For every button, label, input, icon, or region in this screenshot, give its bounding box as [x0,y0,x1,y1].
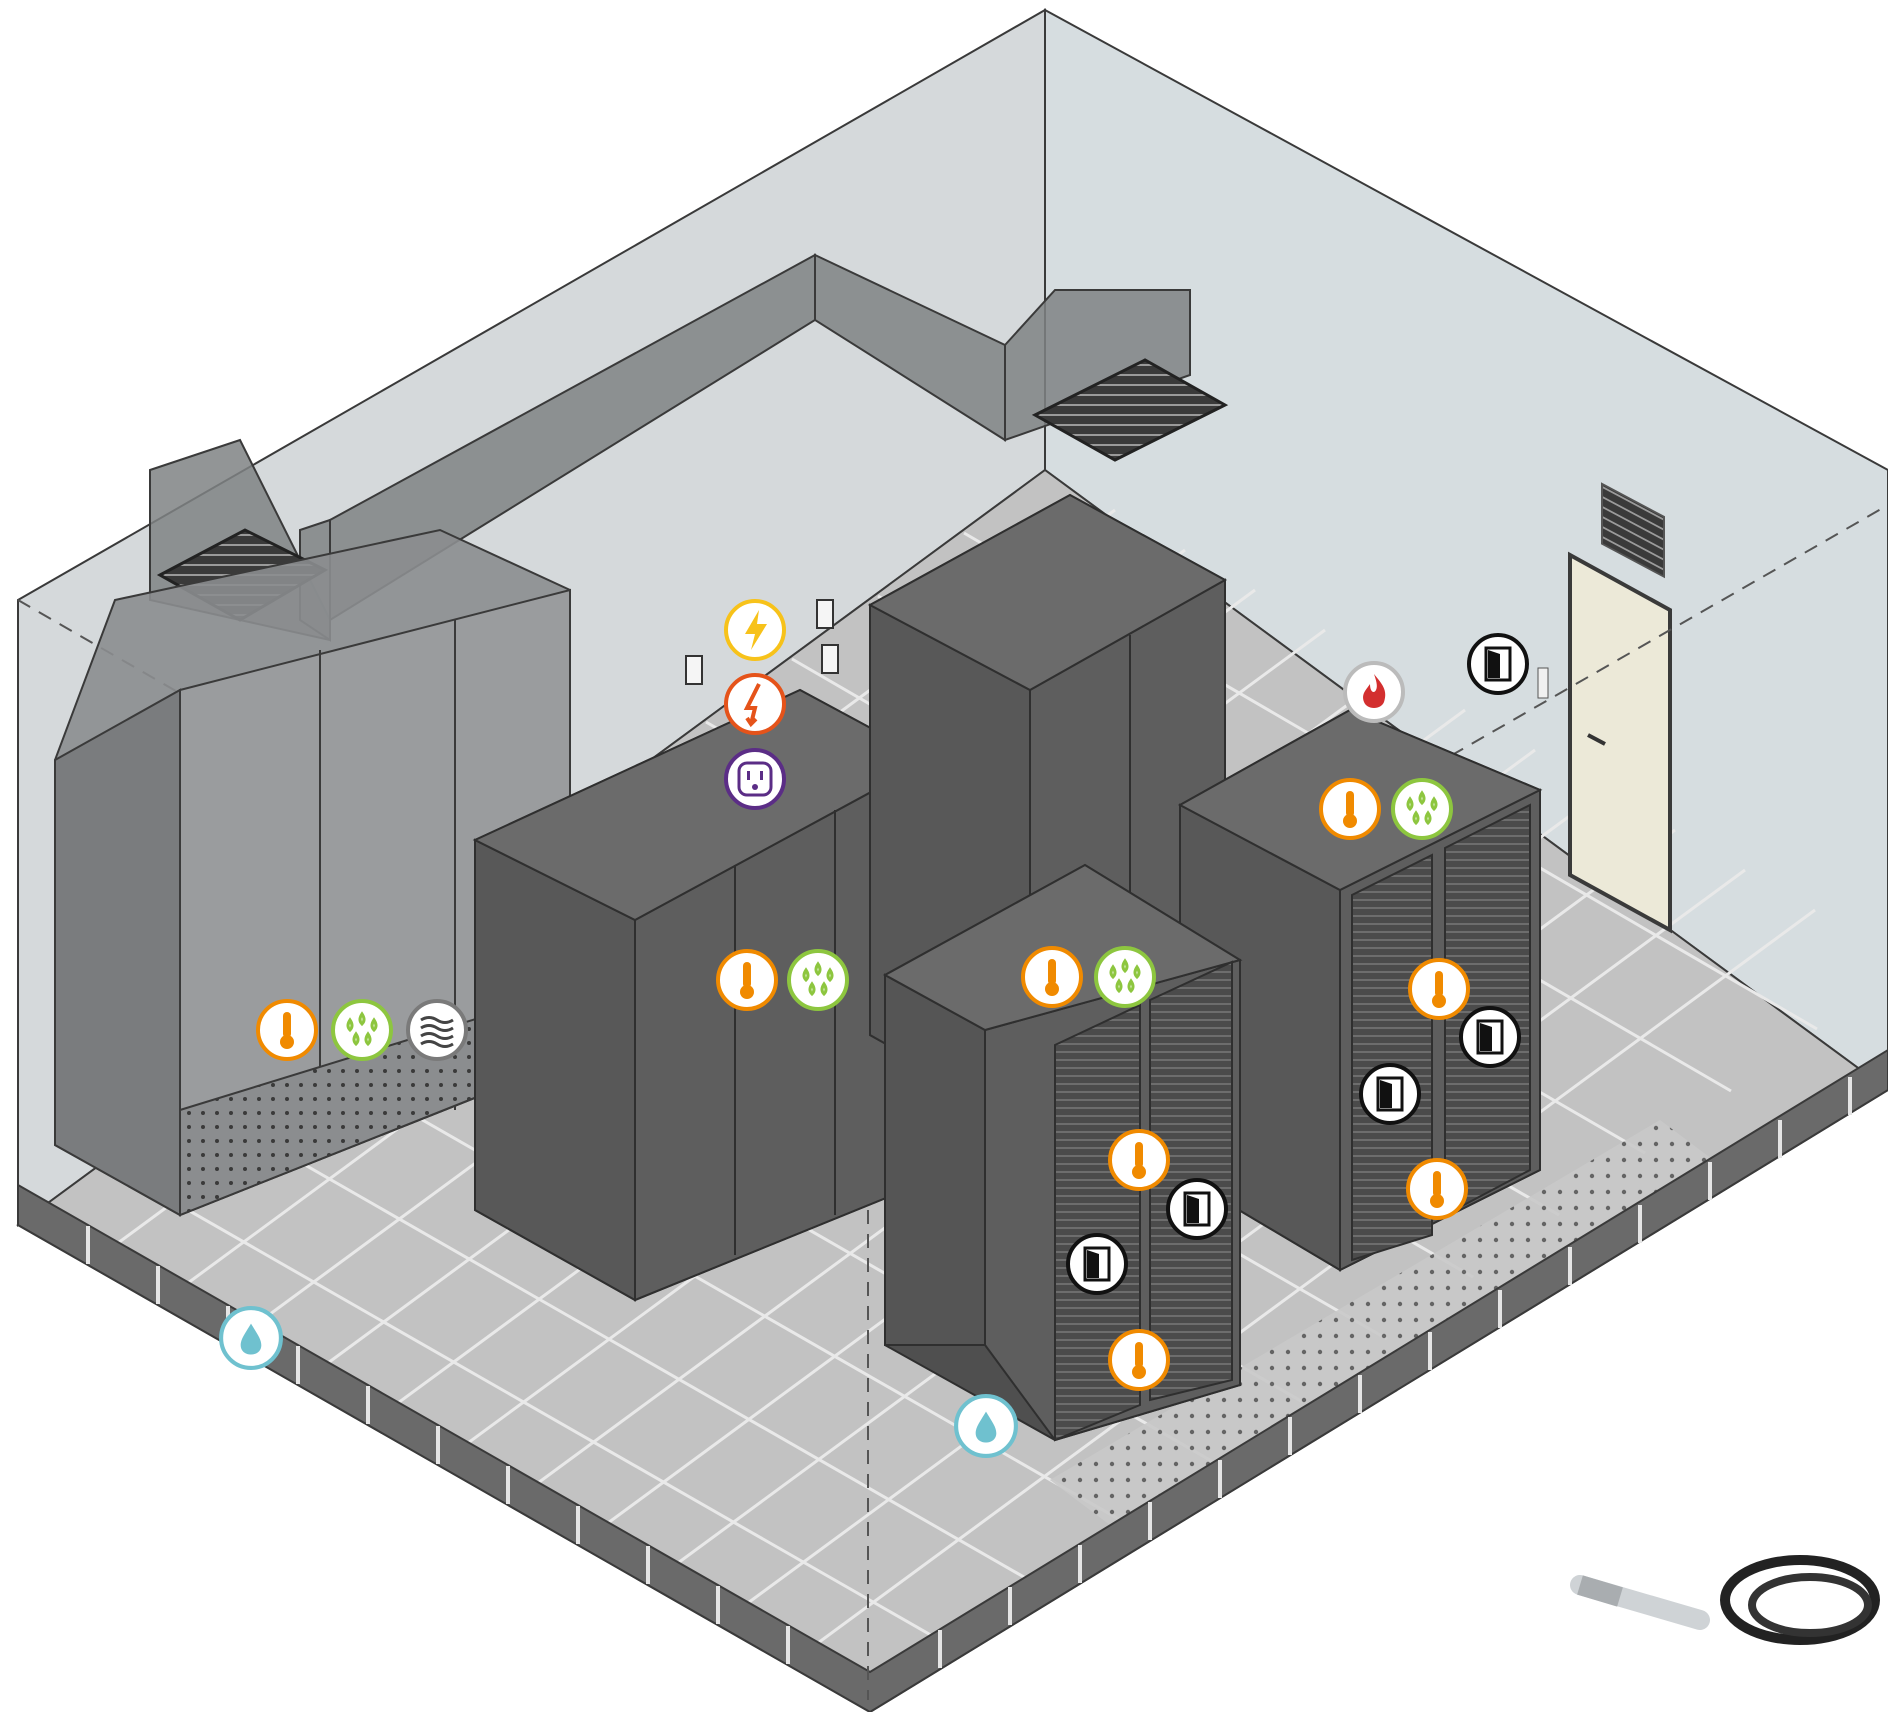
airflow-icon [405,998,469,1062]
droplets-icon [786,948,850,1012]
thermometer-icon [1318,777,1382,841]
door-icon [1065,1232,1129,1296]
thermometer-icon [1020,945,1084,1009]
thermometer-icon [1107,1328,1171,1392]
room-door [1570,555,1670,930]
wall-outlet [686,656,702,684]
wall-outlet [817,600,833,628]
door-icon [1458,1005,1522,1069]
thermometer-icon [1107,1128,1171,1192]
water-drop-icon [953,1393,1019,1459]
sensor-probe-image [1580,1560,1875,1640]
lightning-icon [723,598,787,662]
droplets-icon [330,998,394,1062]
door-icon [1466,632,1530,696]
wall-outlet [822,645,838,673]
outlet-icon [723,747,787,811]
flame-icon [1342,660,1406,724]
thermometer-icon [255,998,319,1062]
door-access-panel [1538,668,1548,698]
water-drop-icon [218,1305,284,1371]
thermometer-icon [1405,1157,1469,1221]
door-icon [1358,1062,1422,1126]
droplets-icon [1390,777,1454,841]
power-fault-icon [723,672,787,736]
droplets-icon [1093,945,1157,1009]
thermometer-icon [715,948,779,1012]
door-icon [1165,1177,1229,1241]
